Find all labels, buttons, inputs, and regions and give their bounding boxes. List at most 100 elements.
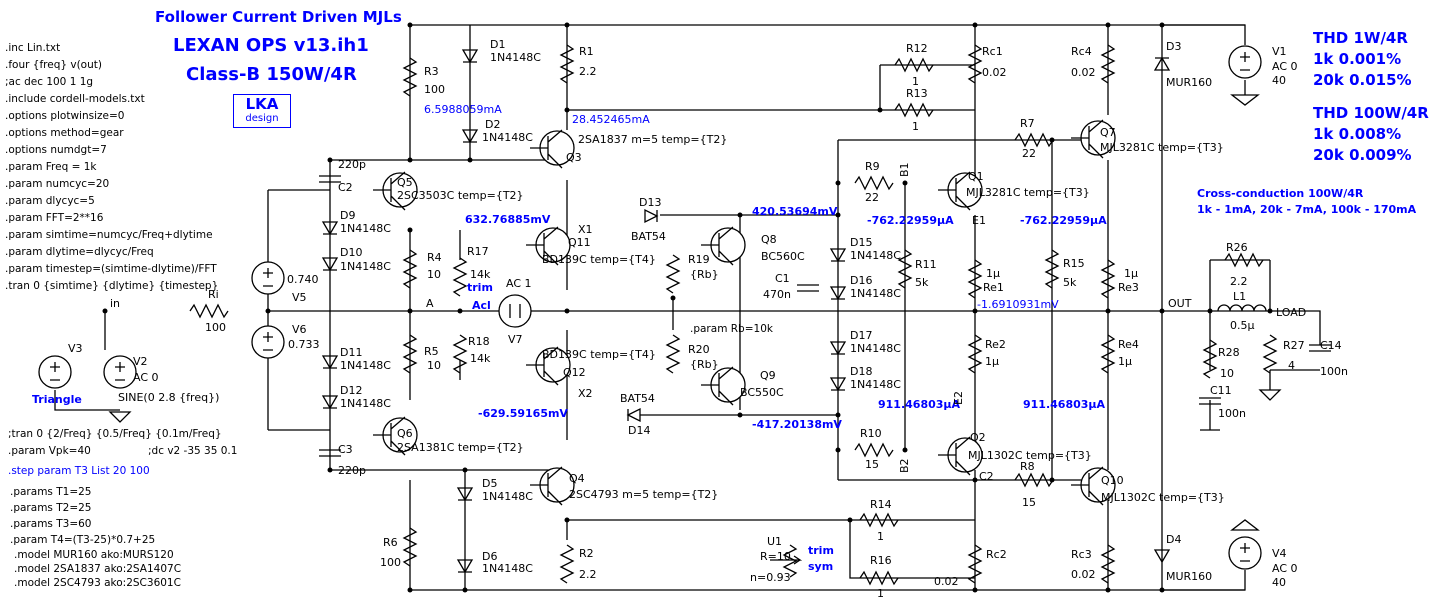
cross-conduction-title: Cross-conduction 100W/4R bbox=[1197, 187, 1364, 200]
directive: .param simtime=numcyc/Freq+dlytime bbox=[5, 229, 213, 241]
label-d14: D14 bbox=[628, 424, 650, 437]
label-r17: R17 bbox=[467, 245, 489, 258]
label-q6: Q6 bbox=[397, 427, 413, 440]
measurement: 6.5988059mA bbox=[424, 103, 502, 116]
value-q4: 2SC4793 m=5 temp={T2} bbox=[569, 488, 718, 501]
value-l1: 0.5µ bbox=[1230, 319, 1255, 332]
v6-value: 0.733 bbox=[288, 338, 320, 351]
label-q8: Q8 bbox=[761, 233, 777, 246]
label-d17: D17 bbox=[850, 329, 872, 342]
net-x2: X2 bbox=[578, 387, 593, 400]
directive: .include cordell-models.txt bbox=[5, 93, 145, 105]
measurement: -417.20138mV bbox=[752, 418, 842, 431]
resistor-r26 bbox=[1224, 252, 1264, 268]
diode-d15 bbox=[829, 248, 847, 263]
capacitor-c1 bbox=[797, 284, 819, 292]
resistor-rc2 bbox=[967, 544, 983, 584]
label-c3: C3 bbox=[338, 443, 353, 456]
value-r7: 22 bbox=[1022, 147, 1036, 160]
value-r10: 15 bbox=[865, 458, 879, 471]
source-labels: V1 AC 0 40 V4 AC 0 40 V2 AC 0 SINE(0 2.8… bbox=[32, 45, 1298, 589]
resistor-r28 bbox=[1202, 339, 1218, 379]
source-v3 bbox=[38, 355, 72, 389]
thd-1w-row: 1k 0.001% bbox=[1313, 50, 1401, 68]
value-d12: 1N4148C bbox=[340, 397, 391, 410]
resistor-r3 bbox=[402, 57, 418, 97]
directive: .options plotwinsize=0 bbox=[5, 110, 124, 122]
net-e1: E1 bbox=[972, 214, 986, 227]
directive: ;dc v2 -35 35 0.1 bbox=[148, 445, 237, 457]
value-d1: 1N4148C bbox=[490, 51, 541, 64]
label-d3: D3 bbox=[1166, 40, 1181, 53]
resistor-r17 bbox=[452, 257, 468, 297]
directive: .param timestep=(simtime-dlytime)/FFT bbox=[5, 263, 217, 275]
label-d9: D9 bbox=[340, 209, 355, 222]
label-l1: L1 bbox=[1233, 290, 1246, 303]
resistor-r18 bbox=[452, 334, 468, 374]
diode-d4 bbox=[1153, 549, 1171, 564]
diode-d1 bbox=[461, 49, 479, 64]
value-rc1: 0.02 bbox=[982, 66, 1007, 79]
v3-label: Triangle bbox=[32, 393, 82, 406]
diode-d3 bbox=[1153, 56, 1171, 71]
label-r5: R5 bbox=[424, 345, 439, 358]
value-rc2: 0.02 bbox=[934, 575, 959, 588]
value-r3: 100 bbox=[424, 83, 445, 96]
measurement: 28.452465mA bbox=[572, 113, 650, 126]
diode-d9 bbox=[321, 221, 339, 236]
label-c2: C2 bbox=[338, 181, 353, 194]
value-ri: 100 bbox=[205, 321, 226, 334]
resistor-r15 bbox=[1044, 249, 1060, 289]
label-r3: R3 bbox=[424, 65, 439, 78]
param: .params T2=25 bbox=[10, 502, 91, 514]
resistor-labels: R1 2.2 R2 2.2 R3 100 R4 10 R5 10 R6 100 … bbox=[205, 42, 1305, 600]
resistor-r1 bbox=[559, 44, 575, 84]
net-x1: X1 bbox=[578, 223, 593, 236]
model: .model MUR160 ako:MURS120 bbox=[14, 549, 174, 561]
label-q5: Q5 bbox=[397, 176, 413, 189]
label-c1: C1 bbox=[775, 272, 790, 285]
label-r1: R1 bbox=[579, 45, 594, 58]
label-d16: D16 bbox=[850, 274, 872, 287]
spice-directives-left: .inc Lin.txt .four {freq} v(out) ;ac dec… bbox=[5, 42, 774, 589]
param: .params T3=60 bbox=[10, 518, 91, 530]
net-labels: in A OUT LOAD X1 X2 B1 B2 E1 E2 C2 bbox=[110, 162, 1306, 483]
resistor-rc3 bbox=[1100, 544, 1116, 584]
source-v6 bbox=[251, 325, 285, 359]
transistor-labels: Q1 MJL3281C temp={T3} Q2 MJL1302C temp={… bbox=[397, 126, 1225, 504]
net-b2: B2 bbox=[898, 458, 911, 473]
diode-d16 bbox=[829, 286, 847, 301]
value-d17: 1N4148C bbox=[850, 342, 901, 355]
value-r1: 2.2 bbox=[579, 65, 597, 78]
ac1-name: AC 1 bbox=[506, 277, 532, 290]
label-q12: Q12 bbox=[563, 366, 586, 379]
value-q2: MJL1302C temp={T3} bbox=[968, 449, 1092, 462]
value-q1: MJL3281C temp={T3} bbox=[966, 186, 1090, 199]
transistor-q10 bbox=[1071, 466, 1116, 506]
directive: .param numcyc=20 bbox=[5, 178, 109, 190]
v3-name: V3 bbox=[68, 342, 83, 355]
thd-1w-row: 20k 0.015% bbox=[1313, 71, 1412, 89]
value-r18: 14k bbox=[470, 352, 491, 365]
net-out: OUT bbox=[1168, 297, 1192, 310]
ground-filter bbox=[1200, 389, 1282, 431]
label-q9: Q9 bbox=[760, 369, 776, 382]
resistor-r14 bbox=[859, 512, 899, 528]
label-rc3: Rc3 bbox=[1071, 548, 1092, 561]
value-r11: 5k bbox=[915, 276, 929, 289]
label-re4: Re4 bbox=[1118, 338, 1139, 351]
inductor-l1 bbox=[1217, 304, 1267, 312]
label-re1: Re1 bbox=[983, 281, 1004, 294]
v1-ac: AC 0 bbox=[1272, 60, 1298, 73]
label-q4: Q4 bbox=[569, 472, 585, 485]
resistor-r2 bbox=[559, 544, 575, 584]
label-r15: R15 bbox=[1063, 257, 1085, 270]
transistor-q5 bbox=[373, 171, 418, 211]
label-r28: R28 bbox=[1218, 346, 1240, 359]
resistor-re2 bbox=[967, 334, 983, 374]
transistor-q6 bbox=[373, 416, 418, 456]
transistor-q11 bbox=[526, 226, 571, 266]
transistor-q7 bbox=[1071, 119, 1116, 159]
measurement: -1.6910931mV bbox=[977, 298, 1059, 311]
directive: .options method=gear bbox=[5, 127, 124, 139]
